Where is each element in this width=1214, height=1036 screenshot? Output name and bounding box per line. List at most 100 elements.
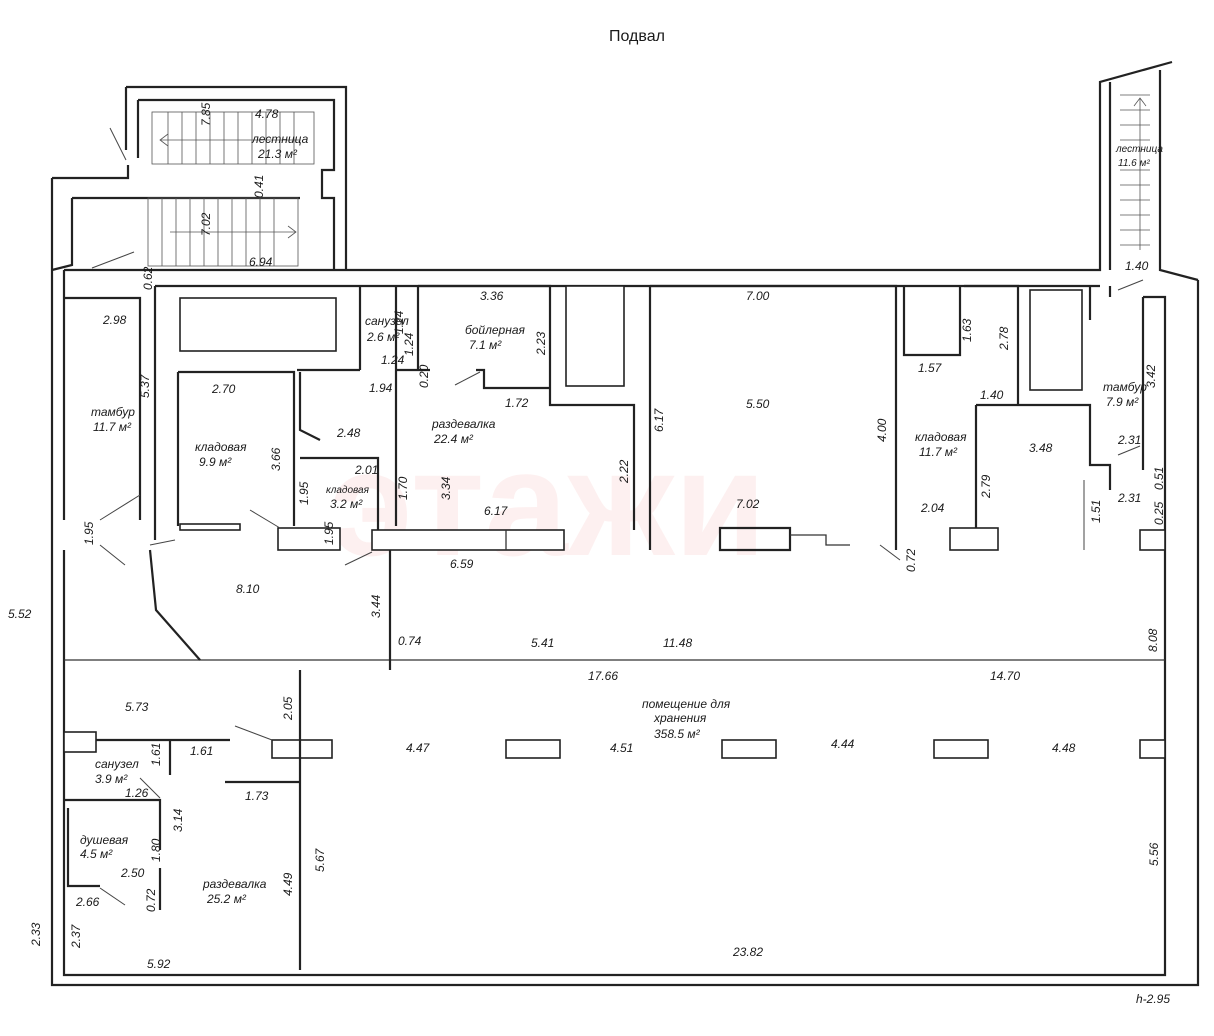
room-name: тамбур [1103, 380, 1147, 394]
room-name: тамбур [91, 405, 135, 419]
dim-label: 1.72 [505, 396, 529, 410]
dim-label: 2.04 [920, 501, 945, 515]
room-name: кладовая [915, 430, 967, 444]
dim-label: 3.42 [1144, 364, 1158, 388]
dim-label: 4.51 [610, 741, 633, 755]
dim-label: 2.50 [120, 866, 145, 880]
dim-label: 2.05 [281, 696, 295, 721]
room-name: помещение для [642, 697, 731, 711]
dim-label: 0.25 [1152, 501, 1166, 525]
dim-label: 5.73 [125, 700, 149, 714]
dim-label: 1.40 [980, 388, 1004, 402]
room-name: кладовая [195, 440, 247, 454]
dim-label: 1.73 [245, 789, 269, 803]
stairs-right [1120, 94, 1150, 250]
dim-label: 0.41 [252, 175, 266, 198]
dim-label: 8.10 [236, 582, 260, 596]
dim-label: 3.14 [171, 808, 185, 832]
dim-label: 2.31 [1117, 491, 1141, 505]
dim-label: 1.57 [918, 361, 943, 375]
dimensions: 7.85 4.78 0.41 7.02 6.94 0.62 2.98 5.37 … [8, 102, 1166, 971]
dim-label: 0.20 [417, 364, 431, 388]
dim-label: 3.36 [480, 289, 504, 303]
dim-label: 2.31 [1117, 433, 1141, 447]
dim-label: 2.01 [354, 463, 378, 477]
dim-label: 11.48 [663, 636, 692, 650]
dim-label: 5.50 [746, 397, 770, 411]
dim-label: 3.44 [369, 594, 383, 618]
room-area: 25.2 м² [206, 892, 247, 906]
dim-label: 1.63 [960, 318, 974, 342]
dim-label: 4.49 [281, 872, 295, 896]
room-area: 3.9 м² [95, 772, 128, 786]
dim-label: 2.48 [336, 426, 361, 440]
room-area: 11.7 м² [919, 445, 958, 459]
room-name: кладовая [326, 485, 370, 496]
dim-label: 0.51 [1152, 467, 1166, 490]
walls [50, 60, 1200, 987]
dim-label: 0.72 [144, 888, 158, 912]
room-name: раздевалка [202, 877, 267, 891]
dim-label: 1.24 [392, 310, 406, 334]
dim-label: 5.56 [1147, 842, 1161, 866]
dim-label: 17.66 [588, 669, 618, 683]
dim-label: 1.61 [190, 744, 213, 758]
room-area: 11.7 м² [93, 420, 132, 434]
dim-label: 2.98 [102, 313, 127, 327]
room-area: 21.3 м² [257, 147, 298, 161]
room-area: 11.6 м² [1118, 158, 1150, 169]
dim-label: 2.37 [69, 923, 83, 949]
room-name: душевая [80, 833, 129, 847]
dim-label: 7.02 [199, 212, 213, 236]
room-area: 7.9 м² [1106, 395, 1139, 409]
room-area: 22.4 м² [433, 432, 474, 446]
dim-label: 5.67 [313, 847, 327, 872]
dim-label: 1.95 [82, 521, 96, 545]
dim-label: 5.41 [531, 636, 554, 650]
room-name: раздевалка [431, 417, 496, 431]
dim-label: 2.78 [997, 326, 1011, 351]
dim-label: 3.34 [439, 476, 453, 500]
dim-label: 4.78 [255, 107, 279, 121]
room-name: лестница [1115, 144, 1163, 155]
room-name: санузел [95, 757, 139, 771]
room-area: 9.9 м² [199, 455, 232, 469]
room-name: бойлерная [465, 323, 525, 337]
dim-label: 1.95 [297, 481, 311, 505]
dim-label: 2.79 [979, 474, 993, 499]
dim-label: 7.85 [199, 102, 213, 126]
dim-label: 6.17 [484, 504, 509, 518]
room-area: 3.2 м² [330, 497, 363, 511]
room-name: хранения [653, 711, 707, 725]
dim-label: 2.22 [617, 459, 631, 484]
dim-label: 14.70 [990, 669, 1020, 683]
dim-label: 6.17 [652, 407, 666, 432]
room-area: 4.5 м² [80, 847, 113, 861]
dim-label: 4.47 [406, 741, 431, 755]
dim-label: 1.80 [149, 838, 163, 862]
dim-label: 6.94 [249, 255, 273, 269]
dim-label: 1.94 [369, 381, 393, 395]
dim-label: 3.66 [269, 447, 283, 471]
dim-label: 4.00 [875, 418, 889, 442]
dim-label: 1.61 [149, 743, 163, 766]
height-note: h-2.95 [1136, 992, 1170, 1006]
dim-label: 1.24 [381, 353, 405, 367]
stairs-left [147, 111, 315, 267]
dim-label: 8.08 [1146, 628, 1160, 652]
dim-label: 2.23 [534, 331, 548, 356]
watermark: этажи [330, 419, 766, 587]
dim-label: 3.48 [1029, 441, 1053, 455]
dim-label: 6.59 [450, 557, 474, 571]
dim-label: 0.62 [141, 266, 155, 290]
dim-label: 2.70 [211, 382, 236, 396]
dim-label: 2.66 [75, 895, 100, 909]
page-title: Подвал [609, 28, 665, 45]
dim-label: 5.37 [138, 373, 152, 398]
dim-label: 4.48 [1052, 741, 1076, 755]
room-area: 2.6 м² [366, 330, 400, 344]
dim-label: 0.72 [904, 548, 918, 572]
room-name: санузел [365, 314, 409, 328]
dim-label: 7.02 [736, 497, 760, 511]
